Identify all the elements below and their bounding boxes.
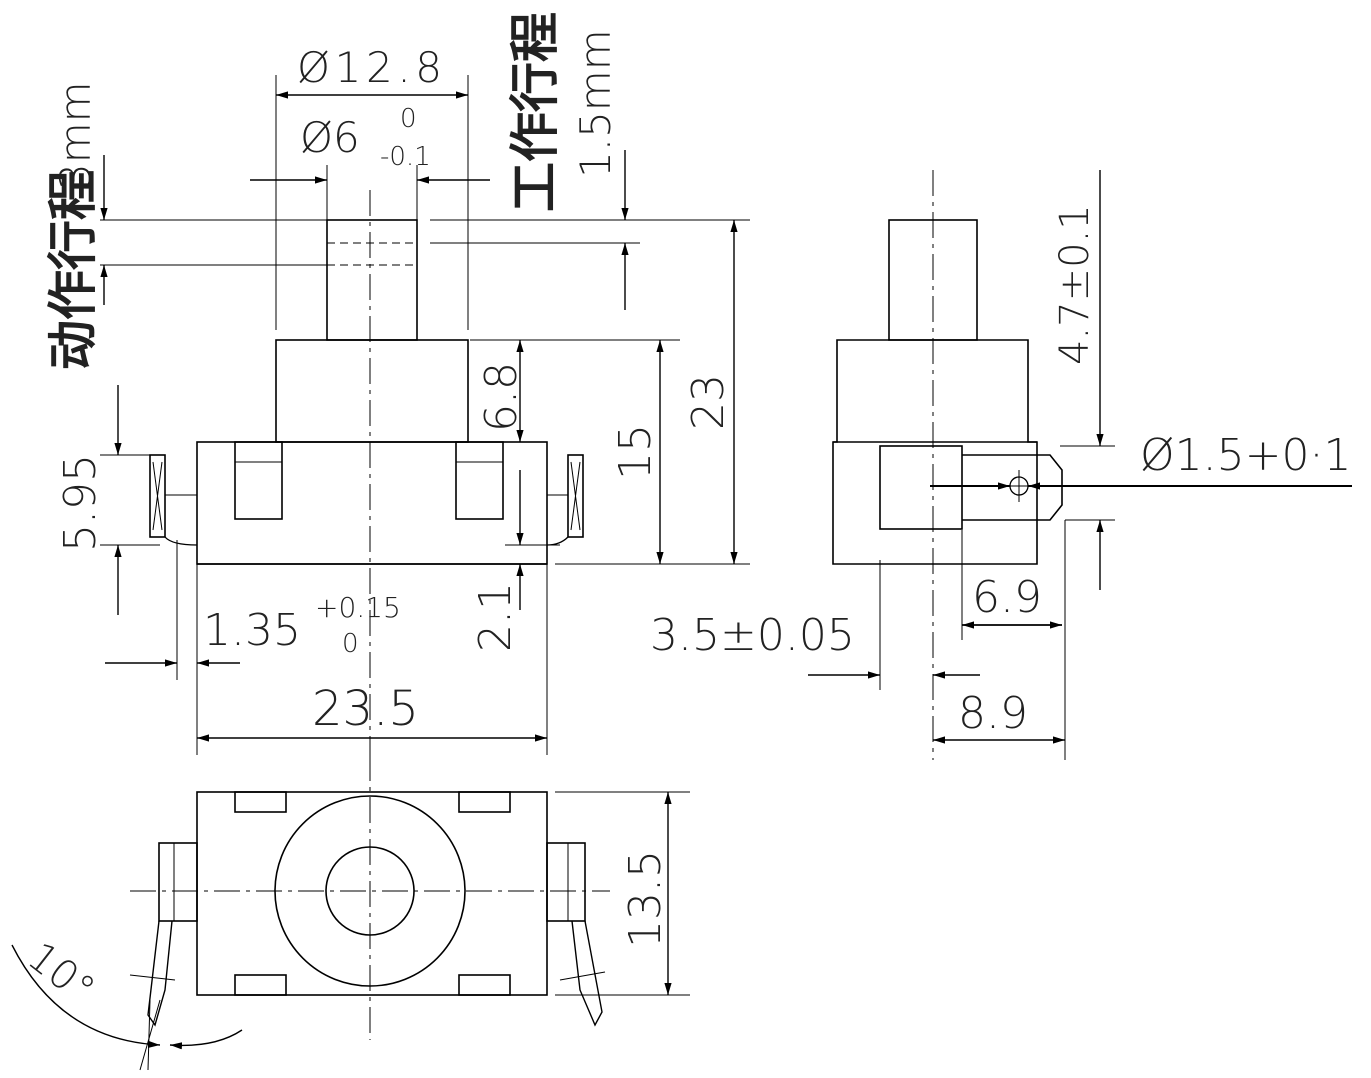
terminal-tol-lower: 0 bbox=[342, 629, 359, 659]
side-terminal-blade bbox=[962, 454, 1063, 521]
side-labels: 4.7±0.1 Ø1.5+0·1 6.9 3.5±0.05 8.9 bbox=[650, 204, 1351, 739]
bend-angle-label: 10° bbox=[19, 934, 103, 1014]
cap-height-label: 6.8 bbox=[476, 362, 527, 432]
front-dimensions bbox=[100, 75, 750, 755]
side-view bbox=[832, 170, 1063, 760]
hole-diameter-label: Ø1.5+0·1 bbox=[1140, 430, 1351, 481]
left-window bbox=[234, 441, 283, 520]
depth-label: 13.5 bbox=[620, 850, 671, 948]
operating-travel-value: 3mm bbox=[51, 81, 100, 190]
side-thickness-label: 3.5±0.05 bbox=[650, 610, 855, 661]
front-labels: Ø12.8 Ø6 0 -0.1 工作行程 1.5mm 动作行程 3mm 23 1… bbox=[44, 12, 734, 737]
cap-diameter-label: Ø12.8 bbox=[297, 43, 442, 92]
body-height-label: 15 bbox=[610, 424, 661, 480]
operating-travel-label: 动作行程 bbox=[44, 170, 102, 370]
plunger-tol-upper: 0 bbox=[400, 104, 417, 134]
side-cap bbox=[832, 339, 1038, 565]
side-dimensions bbox=[808, 170, 1352, 760]
terminal-thickness-label: 1.35 bbox=[203, 605, 301, 656]
body bbox=[196, 441, 548, 565]
plunger-diameter-label: Ø6 bbox=[300, 113, 360, 162]
front-view bbox=[149, 190, 584, 780]
top-view bbox=[129, 755, 610, 1040]
terminal-height-label: 5.95 bbox=[55, 454, 106, 552]
top-body bbox=[196, 791, 548, 996]
cap bbox=[275, 339, 469, 443]
top-dimensions bbox=[11, 791, 690, 1071]
left-terminal bbox=[149, 454, 166, 538]
body-width-label: 23.5 bbox=[312, 681, 419, 737]
total-height-label: 23 bbox=[683, 374, 734, 430]
base-offset-label: 2.1 bbox=[470, 582, 521, 652]
terminal-tol-upper: +0.15 bbox=[315, 591, 401, 624]
side-terminal-block bbox=[879, 445, 963, 530]
terminal-length-label: 6.9 bbox=[972, 572, 1042, 623]
plunger bbox=[326, 219, 418, 341]
working-travel-label: 工作行程 bbox=[506, 12, 564, 212]
right-window bbox=[455, 441, 504, 520]
working-travel-value: 1.5mm bbox=[571, 29, 620, 178]
right-terminal bbox=[567, 454, 584, 538]
plunger-offset-label: 4.7±0.1 bbox=[1052, 204, 1098, 365]
overall-offset-label: 8.9 bbox=[958, 688, 1028, 739]
plunger-tol-lower: -0.1 bbox=[380, 142, 431, 172]
